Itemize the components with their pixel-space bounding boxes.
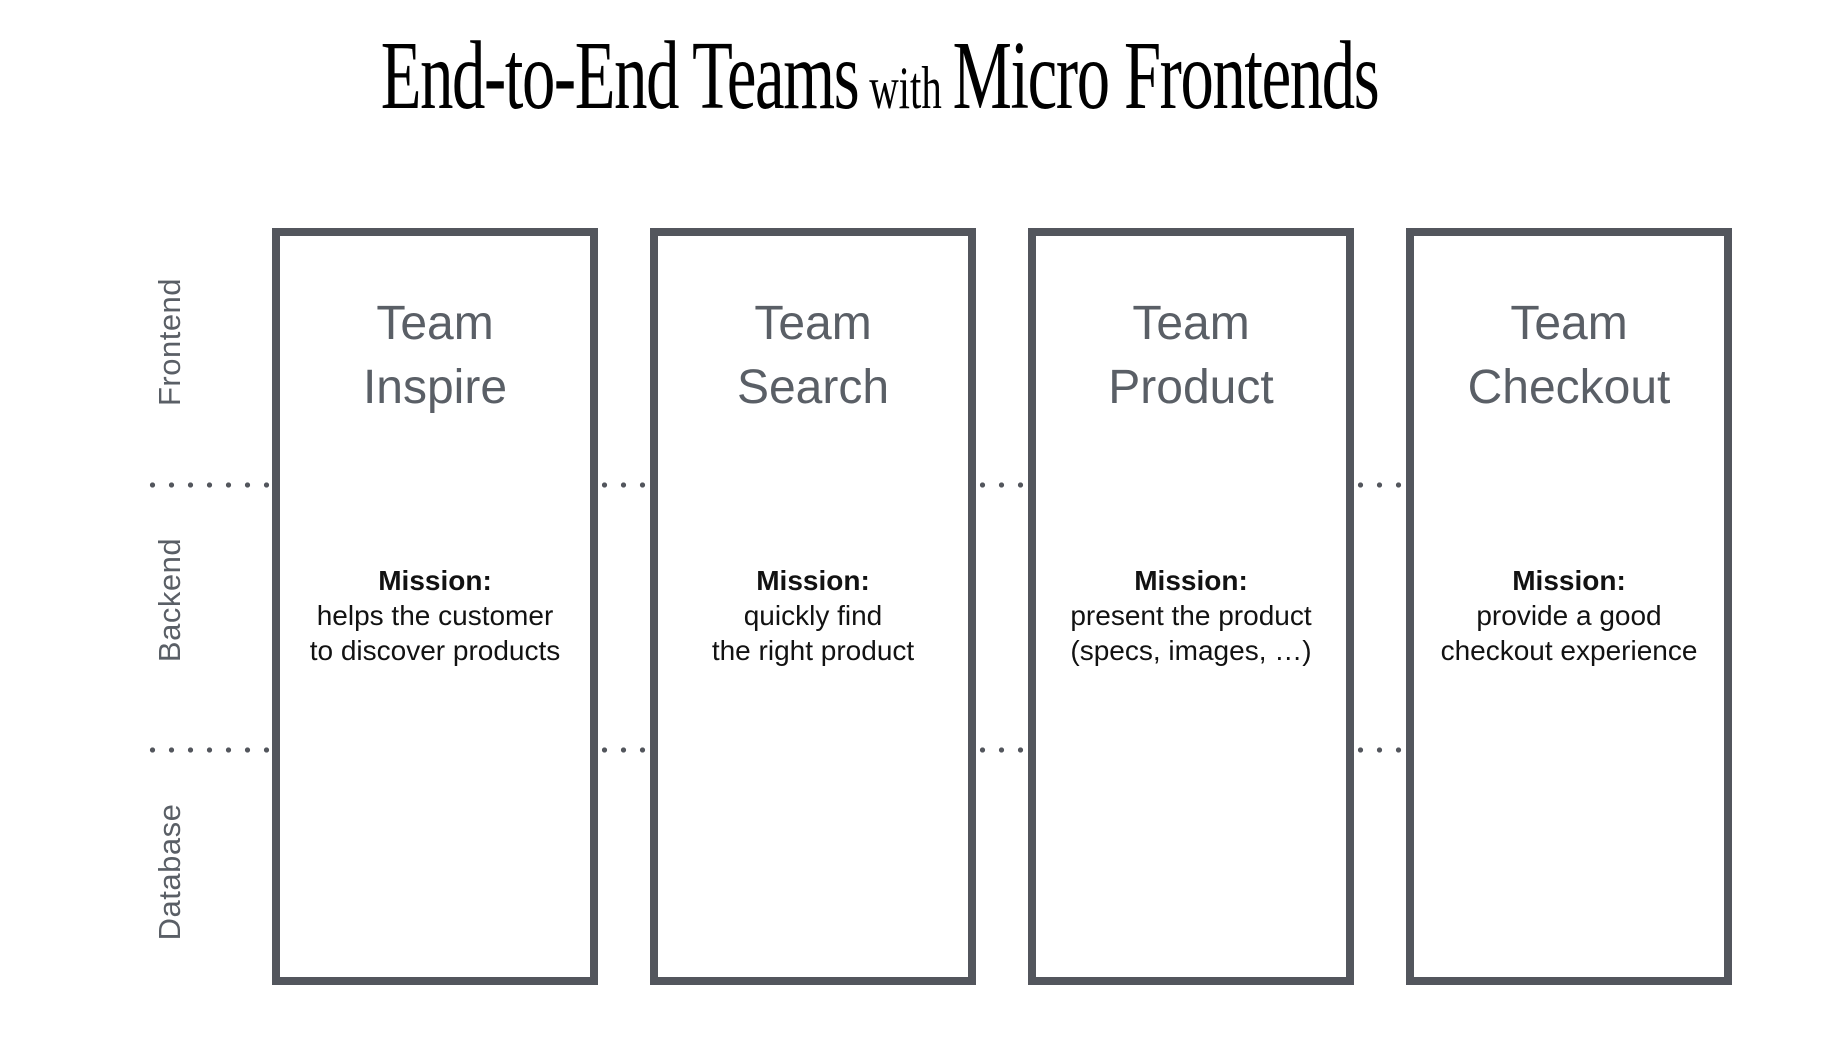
layer-divider-backend-database-gap1 xyxy=(595,747,652,753)
mission-text: provide a good checkout experience xyxy=(1440,600,1698,666)
layer-divider-frontend-backend-left xyxy=(143,482,276,488)
title-leading: End-to-End Teams xyxy=(381,22,860,130)
team-name: Team Inspire xyxy=(362,297,508,414)
team-name: Team Checkout xyxy=(1467,297,1671,414)
team-mission: Mission: helps the customer to discover … xyxy=(280,563,590,668)
layer-label-frontend: Frontend xyxy=(152,277,187,407)
layer-divider-frontend-backend-gap2 xyxy=(973,482,1030,488)
mission-text: helps the customer to discover products xyxy=(309,600,561,666)
team-box-inspire: Team Inspire Mission: helps the customer… xyxy=(272,228,598,985)
diagram-title: End-to-End Teams with Micro Frontends xyxy=(0,20,1840,132)
title-connector: with xyxy=(869,55,943,121)
layer-divider-backend-database-gap2 xyxy=(973,747,1030,753)
team-box-search: Team Search Mission: quickly find the ri… xyxy=(650,228,976,985)
team-name: Team Search xyxy=(736,297,890,414)
layer-label-database: Database xyxy=(152,803,187,941)
team-mission: Mission: present the product (specs, ima… xyxy=(1036,563,1346,668)
mission-label: Mission: xyxy=(756,565,870,596)
title-trailing: Micro Frontends xyxy=(953,22,1380,130)
mission-text: present the product (specs, images, …) xyxy=(1070,600,1312,666)
mission-text: quickly find the right product xyxy=(711,600,915,666)
layer-divider-frontend-backend-gap3 xyxy=(1351,482,1408,488)
team-mission: Mission: quickly find the right product xyxy=(658,563,968,668)
mission-label: Mission: xyxy=(1512,565,1626,596)
team-box-checkout: Team Checkout Mission: provide a good ch… xyxy=(1406,228,1732,985)
team-mission: Mission: provide a good checkout experie… xyxy=(1414,563,1724,668)
layer-divider-backend-database-gap3 xyxy=(1351,747,1408,753)
mission-label: Mission: xyxy=(378,565,492,596)
layer-divider-frontend-backend-gap1 xyxy=(595,482,652,488)
layer-divider-backend-database-left xyxy=(143,747,276,753)
mission-label: Mission: xyxy=(1134,565,1248,596)
layer-label-backend: Backend xyxy=(152,537,187,663)
team-box-product: Team Product Mission: present the produc… xyxy=(1028,228,1354,985)
team-name: Team Product xyxy=(1108,297,1274,414)
diagram-title-text: End-to-End Teams with Micro Frontends xyxy=(381,20,1380,132)
